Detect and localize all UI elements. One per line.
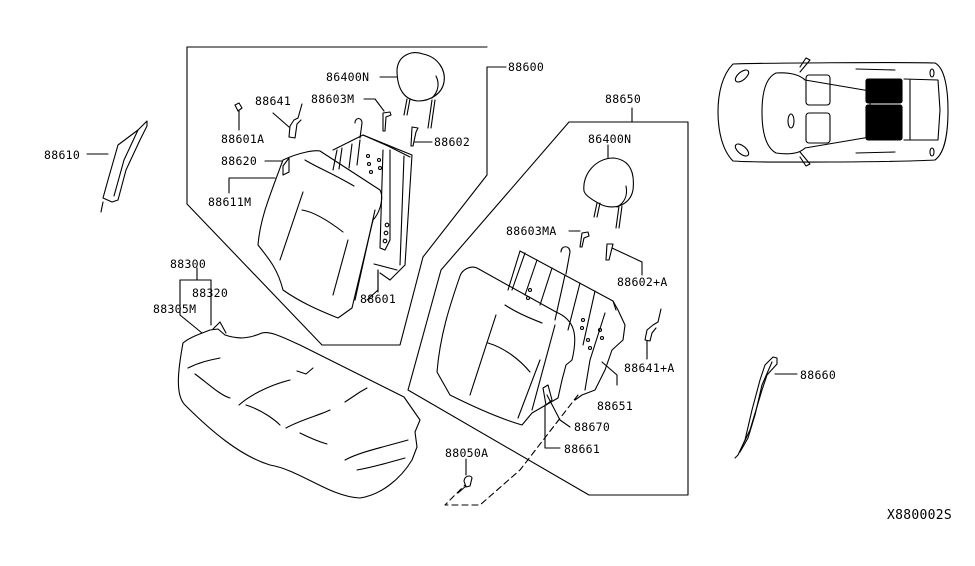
side-trim-88660 [734, 356, 798, 459]
part-label-88305M[interactable]: 88305M [153, 302, 197, 316]
guide-88602 [410, 126, 433, 147]
clip-88601A [234, 102, 243, 131]
part-label-88661[interactable]: 88661 [564, 442, 601, 456]
bracket-88641A [644, 308, 662, 360]
group-label-88650[interactable]: 88650 [605, 92, 642, 106]
dashed-attachment [444, 394, 579, 506]
bolt-88050A [457, 458, 473, 494]
group-88650-boundary [407, 121, 689, 496]
leader-88670 [546, 394, 571, 428]
guide-88603M [363, 98, 392, 132]
headrest-right [583, 144, 634, 229]
group-88600-boundary [186, 46, 488, 346]
seatback-cushion-left [257, 150, 383, 319]
part-label-88641A[interactable]: 88641+A [624, 361, 675, 375]
part-label-88601[interactable]: 88601 [360, 292, 397, 306]
seat-cushion [177, 321, 421, 499]
part-label-88610[interactable]: 88610 [44, 148, 81, 162]
part-label-88603M[interactable]: 88603M [311, 92, 355, 106]
group-label-88600[interactable]: 88600 [508, 60, 545, 74]
seatback-frame-right [507, 246, 626, 401]
bracket-88641 [272, 103, 303, 139]
guide-88602A [605, 243, 643, 276]
part-label-88601A[interactable]: 88601A [221, 132, 265, 146]
part-label-88611M[interactable]: 88611M [208, 195, 252, 209]
part-label-88602[interactable]: 88602 [434, 135, 471, 149]
leader-88300 [179, 267, 212, 334]
car-top-view-icon [717, 57, 949, 167]
guide-88603MA [568, 230, 590, 248]
part-label-88660[interactable]: 88660 [800, 368, 837, 382]
part-label-88320[interactable]: 88320 [192, 286, 229, 300]
part-label-88602A[interactable]: 88602+A [617, 275, 668, 289]
seatback-cushion-right [436, 266, 576, 426]
part-label-88670[interactable]: 88670 [574, 420, 611, 434]
part-label-88651[interactable]: 88651 [597, 399, 634, 413]
part-label-88050A[interactable]: 88050A [445, 446, 489, 460]
diagram-code: X880002S [887, 508, 953, 523]
leader-88661 [544, 404, 561, 449]
headrest-left [379, 52, 445, 129]
part-label-88641[interactable]: 88641 [255, 94, 292, 108]
part-label-86400N-left[interactable]: 86400N [326, 70, 370, 84]
leader-88611M [228, 177, 276, 194]
part-label-88300[interactable]: 88300 [170, 257, 207, 271]
seatback-frame-left [332, 117, 413, 301]
part-label-88620[interactable]: 88620 [221, 154, 258, 168]
part-label-86400N-right[interactable]: 86400N [588, 132, 632, 146]
part-label-88603MA[interactable]: 88603MA [506, 224, 557, 238]
side-trim-88610 [86, 120, 148, 213]
